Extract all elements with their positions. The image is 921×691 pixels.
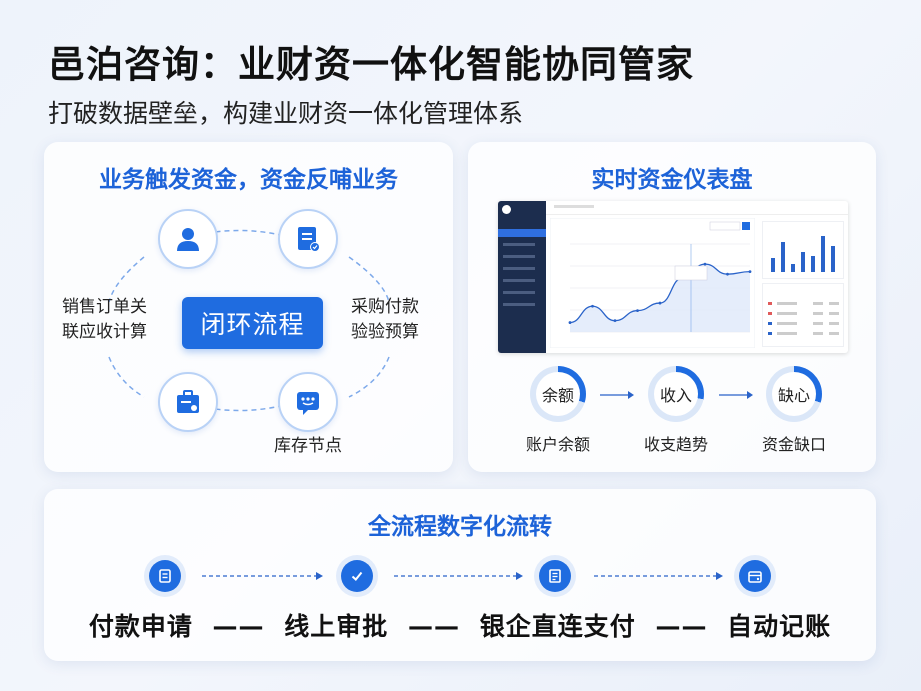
dashboard-card-title: 实时资金仪表盘 [591,167,753,193]
document-check-icon [278,209,338,269]
dashboard-card: 实时资金仪表盘 [468,142,876,472]
sales-text-line-1: 销售订单关 [62,297,147,317]
purchase-text-line-2: 验验预算 [351,322,419,342]
balance-label: 账户余额 [525,435,590,454]
flow-steps: 付款申请 —— 线上审批 —— 银企直连支付 —— 自动记账 [44,607,876,643]
balance-ring-text: 余额 [536,372,580,416]
dashboard-topbar [546,201,848,215]
briefcase-icon [158,372,218,432]
flow-step-auto-bookkeeping: 自动记账 [727,612,832,641]
purchase-payment-text: 采购付款 验验预算 [351,295,419,345]
chart-point [636,309,639,313]
flow-step-payment-request: 付款申请 [88,612,193,641]
income-label: 收支趋势 [643,435,708,454]
chart-point [613,319,617,323]
dashed-arrow-icon [594,572,723,580]
gap-ring: 缺心 [766,366,822,422]
income-ring: 收入 [648,366,704,422]
dashed-arrow-icon [202,572,323,580]
flow-separator: —— [655,612,708,641]
income-ring-text: 收入 [654,372,698,416]
arrow-icon [600,391,634,399]
flow-separator: —— [408,612,460,641]
balance-indicator: 余额 账户余额 [518,366,598,455]
balance-ring: 余额 [530,366,586,422]
dashboard-screenshot [498,201,848,353]
bar-panel [762,221,844,279]
bank-payment-icon [534,555,576,597]
sales-text-line-2: 联应收计算 [62,322,147,342]
list-panel [762,283,844,347]
loop-card: 业务触发资金，资金反哺业务 闭环流程 销售订单关 联应收计算 采购付款 验验预算… [44,142,453,472]
chart-point [568,321,572,324]
purchase-text-line-1: 采购付款 [351,297,419,317]
gap-ring-text: 缺心 [772,372,816,416]
payment-request-icon [144,555,186,597]
flow-step-online-approval: 线上审批 [284,612,389,641]
arrow-icon [719,391,753,399]
dashboard-sidebar [498,201,546,353]
chart-point [748,270,752,274]
flow-card: 全流程数字化流转 付款申请 —— 线上审批 —— 银企直连支付 —— 自动记账 [44,489,876,661]
user-icon [158,209,218,269]
page-subtitle: 打破数据壁垒，构建业财资一体化管理体系 [48,99,524,128]
inventory-node-text: 库存节点 [274,436,342,456]
auto-bookkeeping-icon [734,555,776,597]
income-indicator: 收入 收支趋势 [636,366,716,455]
chat-icon [278,372,338,432]
loop-card-title: 业务触发资金，资金反哺业务 [99,167,398,193]
gap-indicator: 缺心 资金缺口 [754,366,834,455]
gap-label: 资金缺口 [761,435,826,454]
chart-point [591,304,594,308]
flow-card-title: 全流程数字化流转 [368,514,552,540]
flow-step-bank-direct-pay: 银企直连支付 [479,612,636,641]
approval-icon [336,555,378,597]
chart-point [703,262,707,266]
page-title: 邑泊咨询：业财资一体化智能协同管家 [48,43,694,86]
chart-point [726,272,729,276]
flow-separator: —— [212,612,265,641]
trend-chart [550,218,755,348]
dashed-arrow-icon [394,572,523,580]
chart-point [658,301,662,305]
sales-order-text: 销售订单关 联应收计算 [62,295,147,345]
closed-loop-button[interactable]: 闭环流程 [182,297,323,349]
